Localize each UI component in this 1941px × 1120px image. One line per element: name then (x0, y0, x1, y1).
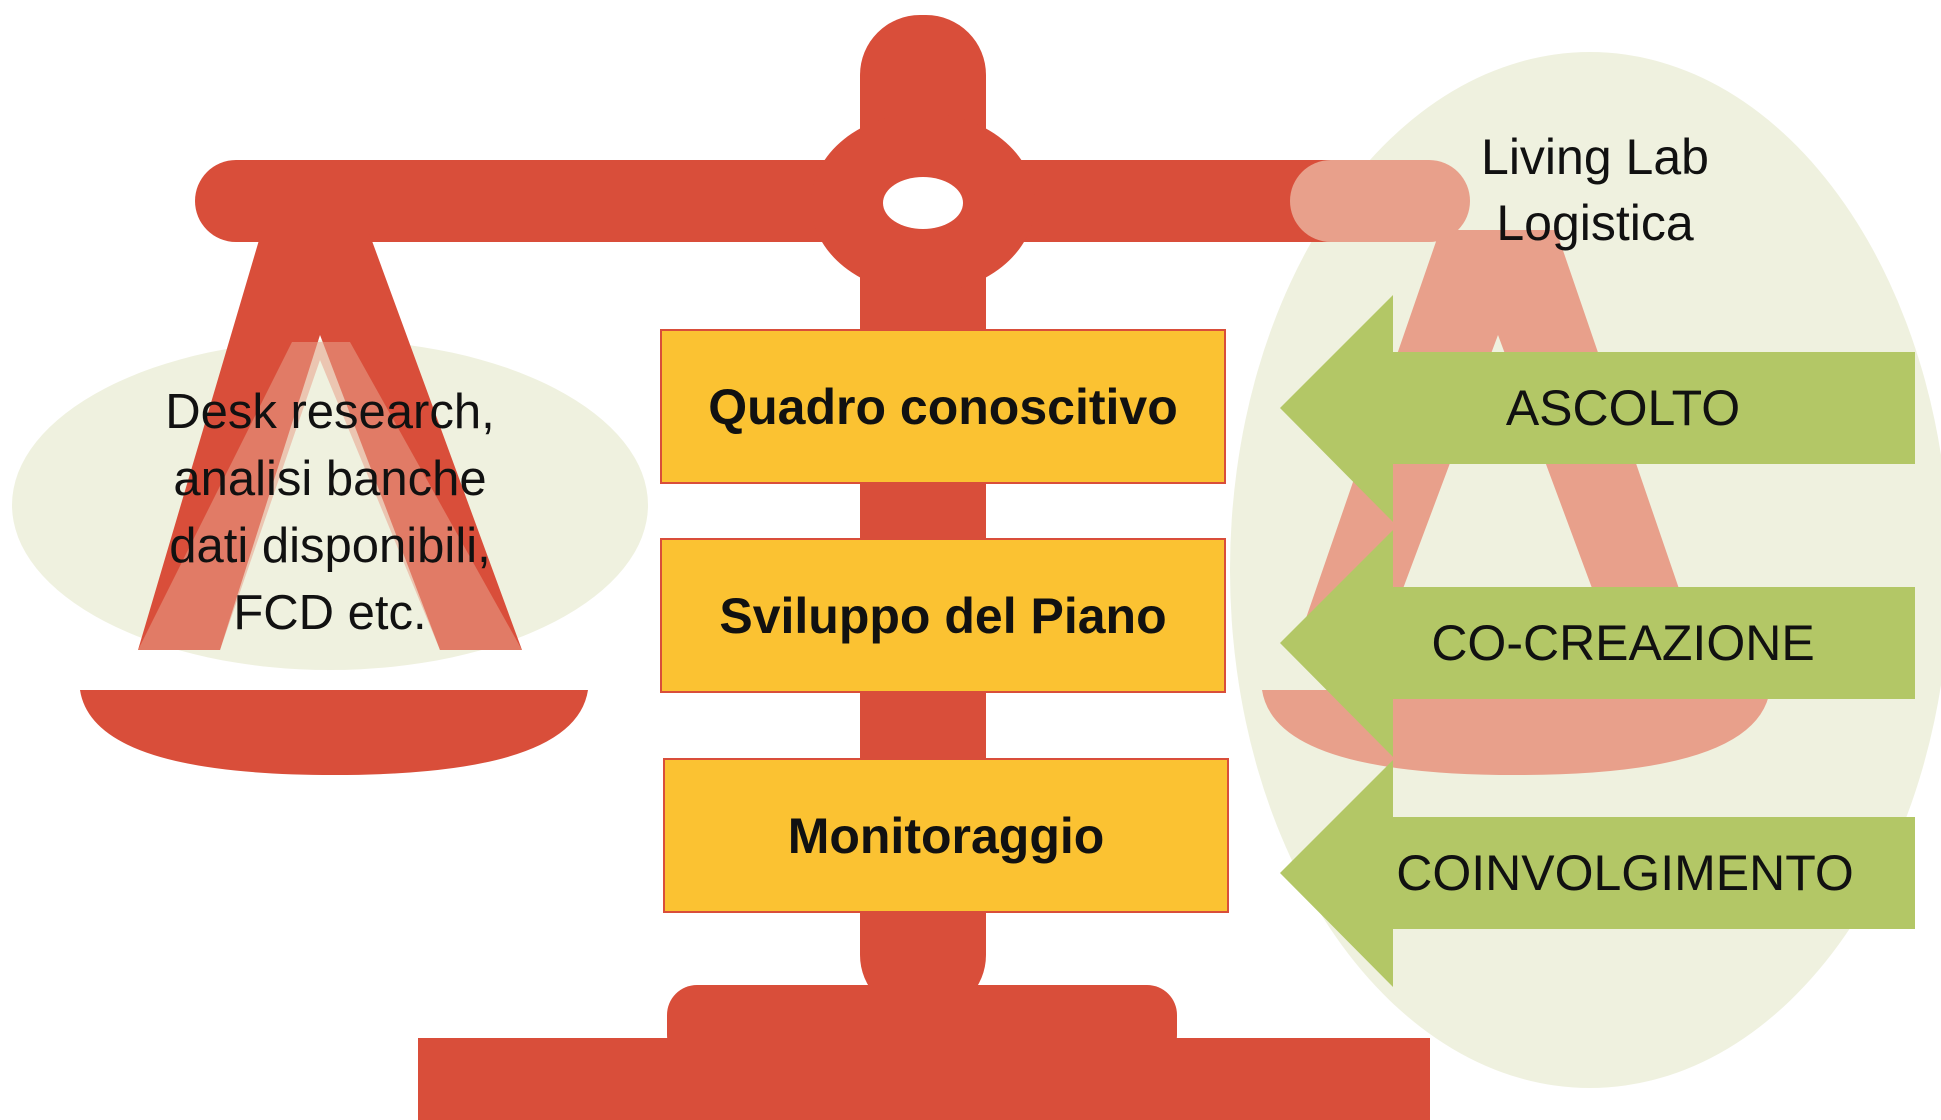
stage-quadro-conoscitivo: Quadro conoscitivo (660, 329, 1226, 484)
scale-pivot-hole (883, 177, 963, 229)
left-pan-line: FCD etc. (233, 586, 427, 640)
left-hanger-faded (138, 342, 522, 650)
arrow-coinvolgimento-shape (1280, 760, 1915, 987)
arrow-label-text: COINVOLGIMENTO (1396, 845, 1854, 901)
left-pan-line: dati disponibili, (169, 519, 491, 573)
arrow-label-text: ASCOLTO (1505, 380, 1741, 436)
arrow-cocreazione-shape (1280, 530, 1915, 757)
right-pan-line: Living Lab (1481, 129, 1709, 185)
stage-label: Quadro conoscitivo (708, 378, 1178, 435)
left-pan-dish (80, 690, 588, 775)
left-pan-line: Desk research, (165, 385, 495, 439)
stage-label: Sviluppo del Piano (719, 587, 1167, 644)
stage-label: Monitoraggio (787, 807, 1105, 864)
left-pan-text: Desk research, analisi banche dati dispo… (110, 378, 550, 648)
scale-beam-right-faded (1290, 160, 1470, 242)
right-hanger (1295, 230, 1700, 650)
right-pan-text: Living Lab Logistica (1420, 120, 1770, 260)
stage-sviluppo-del-piano: Sviluppo del Piano (660, 538, 1226, 693)
stage-monitoraggio: Monitoraggio (663, 758, 1229, 913)
arrow-ascolto-shape (1280, 295, 1915, 522)
right-pan-line: Logistica (1496, 195, 1694, 251)
arrow-label-text: CO-CREAZIONE (1431, 615, 1815, 671)
arrow-cocreazione-label: CO-CREAZIONE (1393, 587, 1853, 699)
arrow-ascolto-label: ASCOLTO (1393, 352, 1853, 464)
arrow-coinvolgimento-label: COINVOLGIMENTO (1355, 817, 1895, 929)
left-pan-line: analisi banche (173, 452, 487, 506)
scale-base-bottom (418, 1038, 1430, 1120)
